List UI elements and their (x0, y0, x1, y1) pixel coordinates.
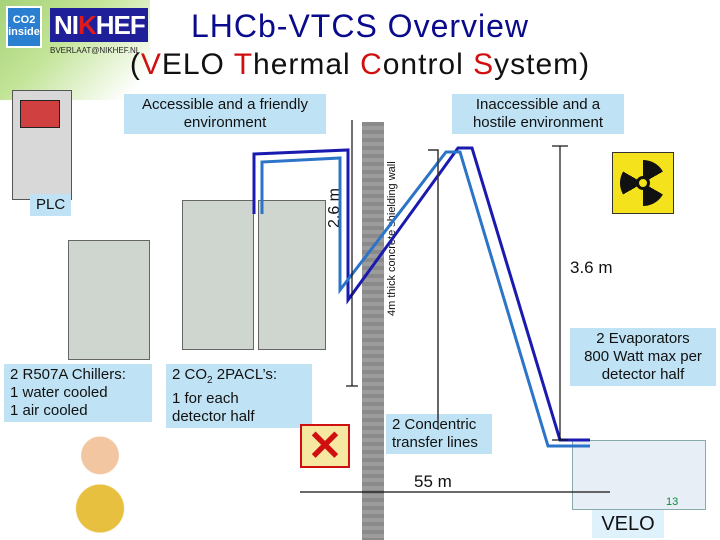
subtitle-part-7: ystem) (494, 48, 591, 81)
transfer-lines-label: 2 Concentric transfer lines (386, 414, 492, 454)
pacl-image-2 (258, 200, 326, 350)
subtitle-part-4: C (360, 48, 383, 81)
transfer-line-riser (428, 149, 439, 430)
cartoon-worker-image (40, 420, 160, 538)
inaccessible-label: Inaccessible and a hostile environment (452, 94, 624, 134)
height-label-2-6m: 2.6 m (326, 187, 343, 228)
chillers-label: 2 R507A Chillers: 1 water cooled 1 air c… (4, 364, 152, 422)
subtitle-part-6: S (473, 48, 495, 81)
plc-screen (20, 100, 60, 128)
page-subtitle: (VELO Thermal Control System) (129, 48, 591, 81)
evaporators-label: 2 Evaporators 800 Watt max per detector … (570, 328, 716, 386)
slide-number: 13 (666, 496, 679, 508)
velo-detector-image (572, 440, 706, 510)
shielding-wall (362, 122, 384, 540)
subtitle-part-3: hermal (253, 48, 361, 81)
pacl-image-1 (182, 200, 254, 350)
velo-label: VELO (592, 510, 664, 538)
wall-label: 4m thick concrete shielding wall (386, 161, 398, 316)
radiation-icon-center (636, 176, 650, 190)
co2-inside-logo: CO2 inside (6, 6, 42, 48)
nikhef-logo: NIKHEF (50, 8, 148, 42)
email-text: BVERLAAT@NIKHEF.NL (50, 46, 141, 55)
subtitle-part-1: ELO (161, 48, 234, 81)
subtitle-part-2: T (233, 48, 254, 81)
page-title: LHCb-VTCS Overview (190, 8, 530, 44)
subtitle-part-5: ontrol (382, 48, 474, 81)
distance-label: 55 m (414, 472, 452, 491)
accessible-label: Accessible and a friendly environment (124, 94, 326, 134)
plc-label: PLC (30, 194, 72, 216)
chiller-image (68, 240, 150, 360)
height-label-3-6m: 3.6 m (570, 258, 613, 277)
subtitle-part-0: V (140, 48, 162, 81)
pacl-label: 2 CO2 2PACL’s: 1 for each detector half (166, 364, 312, 428)
blocked-x-icon: ✕ (307, 422, 343, 469)
